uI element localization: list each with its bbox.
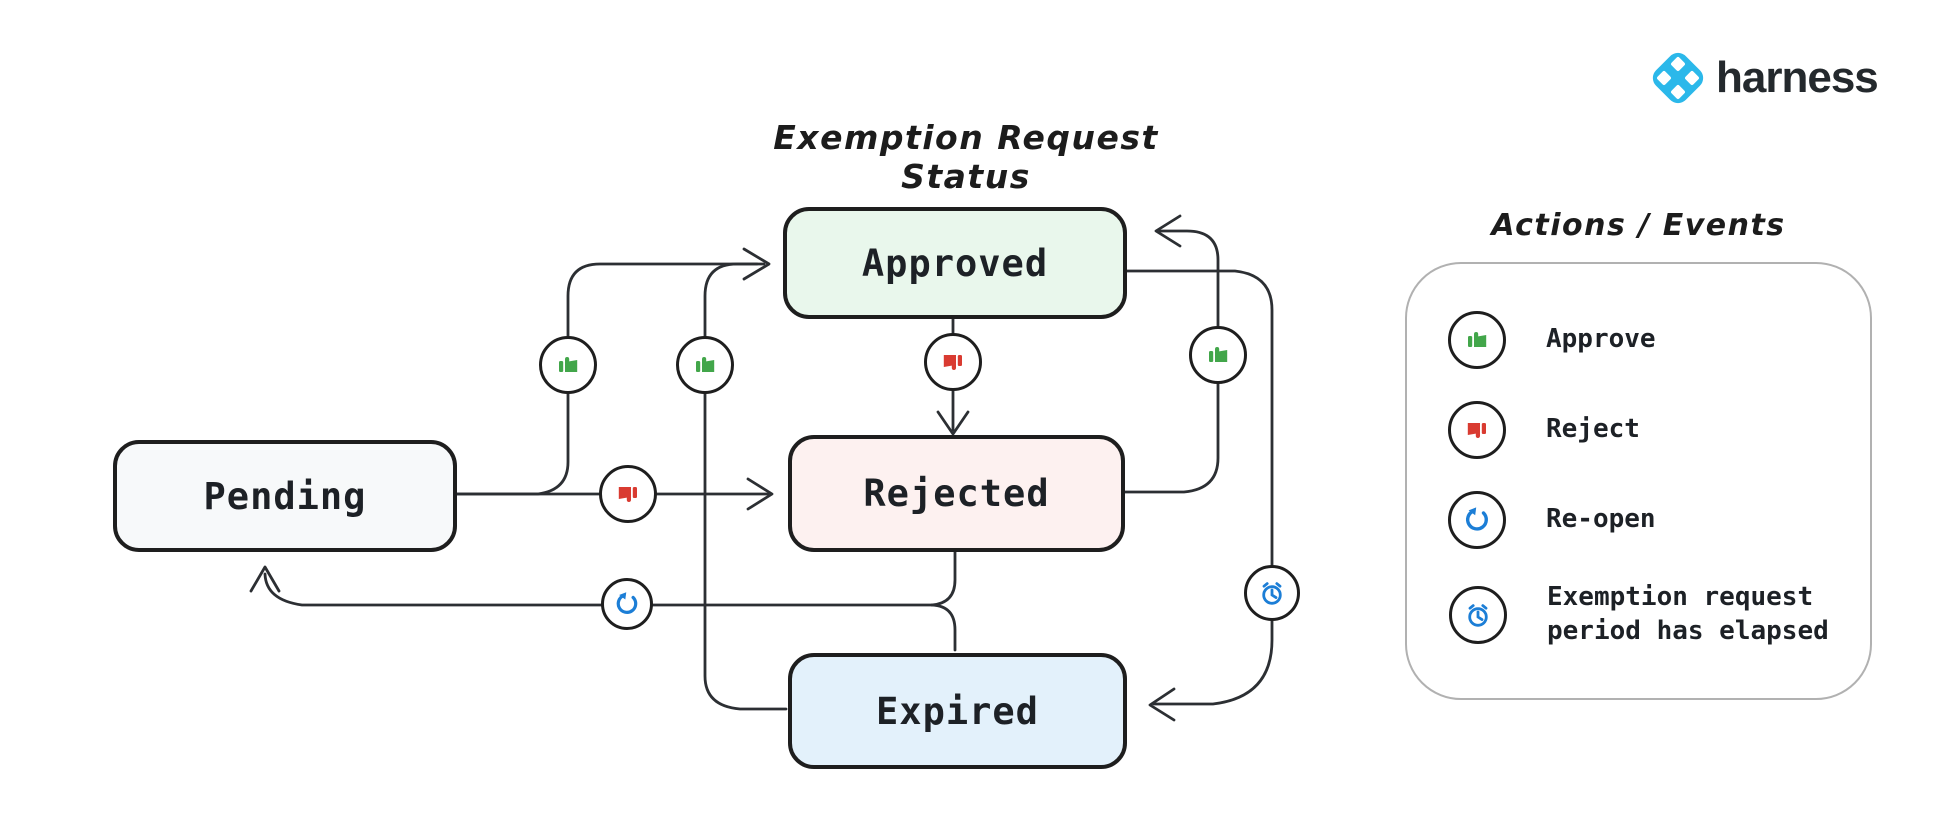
edge-expired-reopen-stub <box>930 603 957 652</box>
state-approved-box: Approved <box>783 207 1127 319</box>
arrowhead-into-pending-bottom <box>249 565 281 593</box>
harness-diamond-icon <box>1652 52 1704 104</box>
legend-label-reopen: Re-open <box>1546 504 1656 535</box>
state-pending-label: Pending <box>203 474 367 518</box>
state-expired-box: Expired <box>788 653 1127 769</box>
edge-approved-expired <box>1121 269 1274 706</box>
alarm-clock-icon <box>1449 585 1507 644</box>
edge-rejected-reopen-stub <box>930 548 957 607</box>
arrowhead-into-approved-right <box>1154 214 1182 248</box>
arrowhead-into-rejected-top <box>936 410 970 436</box>
arrowhead-into-expired-right <box>1148 687 1176 722</box>
state-approved-label: Approved <box>861 241 1049 285</box>
thumbs-up-icon <box>1189 326 1247 384</box>
thumbs-up-icon <box>676 336 734 394</box>
legend-item-reject: Reject <box>1448 401 1640 459</box>
brand-name: harness <box>1716 53 1879 102</box>
arrowhead-into-rejected-left <box>746 477 774 511</box>
arrowhead-into-approved-left <box>742 247 771 281</box>
state-expired-label: Expired <box>876 689 1039 733</box>
thumbs-down-icon <box>1448 401 1506 459</box>
brand-logo: harness <box>1646 46 1879 110</box>
thumbs-down-icon <box>599 465 657 523</box>
state-pending-box: Pending <box>113 440 457 552</box>
legend-label-elapsed: Exemption request period has elapsed <box>1547 582 1829 646</box>
legend-title: Actions / Events <box>1491 208 1786 243</box>
reopen-icon <box>601 578 653 630</box>
legend-item-approve: Approve <box>1448 311 1656 369</box>
state-rejected-box: Rejected <box>788 435 1125 552</box>
alarm-clock-icon <box>1244 565 1300 621</box>
legend-item-elapsed: Exemption request period has elapsed <box>1449 581 1863 649</box>
legend-label-approve: Approve <box>1546 324 1656 355</box>
legend-label-reject: Reject <box>1546 414 1640 445</box>
thumbs-down-icon <box>924 333 982 391</box>
reopen-icon <box>1448 491 1506 549</box>
state-rejected-label: Rejected <box>863 472 1050 515</box>
edge-expired-approved <box>703 262 788 711</box>
diagram-title: Exemption Request Status <box>773 118 1159 196</box>
legend-item-reopen: Re-open <box>1448 491 1656 549</box>
thumbs-up-icon <box>1448 311 1506 369</box>
thumbs-up-icon <box>539 336 597 394</box>
edge-reopen-pending <box>263 572 936 607</box>
